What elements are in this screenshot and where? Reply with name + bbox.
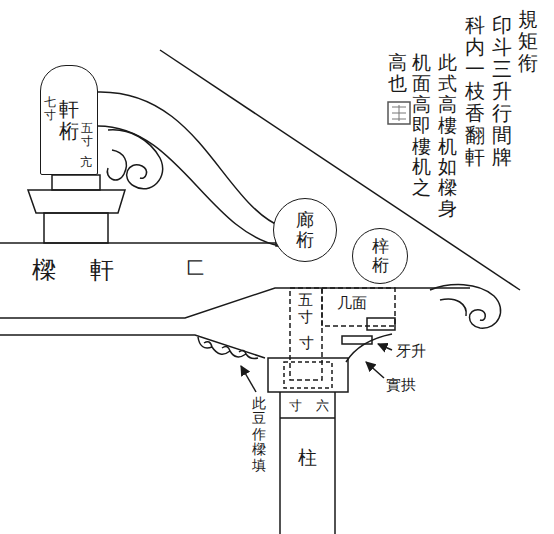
dou-block	[52, 175, 100, 190]
dashed-post	[290, 288, 322, 380]
leader-line	[241, 366, 256, 392]
seal-marks	[392, 105, 406, 121]
purlin-name: 廊桁	[296, 210, 314, 250]
part-name: 實拱	[386, 376, 416, 395]
purlin-name: 梓桁	[372, 237, 389, 274]
seal-stamp	[388, 102, 410, 124]
part-name: 牙升	[396, 342, 426, 361]
leader-line	[366, 362, 384, 378]
dimension: 寸	[299, 334, 314, 353]
cloud-scroll-right	[430, 285, 501, 329]
beam-lower	[0, 335, 265, 358]
shi-gong	[346, 334, 392, 362]
post-block	[44, 213, 108, 243]
part-name: 柱	[298, 445, 317, 471]
dimension: 六寸	[289, 397, 343, 415]
curved-rafter-top	[98, 92, 284, 228]
mark: 匚	[186, 256, 204, 280]
part-name: 几面	[337, 294, 367, 313]
capital	[28, 190, 125, 213]
small-dou	[367, 318, 395, 330]
dimension: 五寸	[81, 122, 93, 148]
purlin-circle: 梓桁	[352, 228, 408, 284]
beam-bottom	[0, 288, 470, 318]
purlin-circle: 廊桁	[273, 198, 337, 262]
beam-pad-curls	[198, 337, 258, 359]
inscription: 印斗三升行間牌	[492, 14, 512, 168]
column-capital	[268, 358, 348, 392]
inscription: 此式高樓机如樑身	[438, 52, 457, 219]
curved-rafter-bottom	[98, 126, 280, 246]
note: 此豆作樑填	[252, 396, 266, 473]
inscription: 規矩衔	[518, 8, 538, 74]
leader-line	[378, 344, 392, 350]
dimension: 七寸	[44, 96, 56, 122]
dimension: 亢	[80, 156, 92, 169]
beam-top	[0, 242, 282, 244]
inscription: 机面高即樓机之	[412, 52, 431, 198]
dimension: 五寸	[298, 292, 313, 325]
column-capital-inner	[284, 362, 332, 388]
purlin-name: 軒桁	[59, 98, 79, 142]
part-name: 軒樑	[32, 254, 148, 286]
dashed-fang	[322, 288, 395, 326]
inscription: 高也	[388, 52, 407, 94]
inscription: 科内一枝香翻軒	[465, 14, 485, 168]
column	[280, 392, 335, 534]
cloud-scroll	[107, 130, 162, 189]
